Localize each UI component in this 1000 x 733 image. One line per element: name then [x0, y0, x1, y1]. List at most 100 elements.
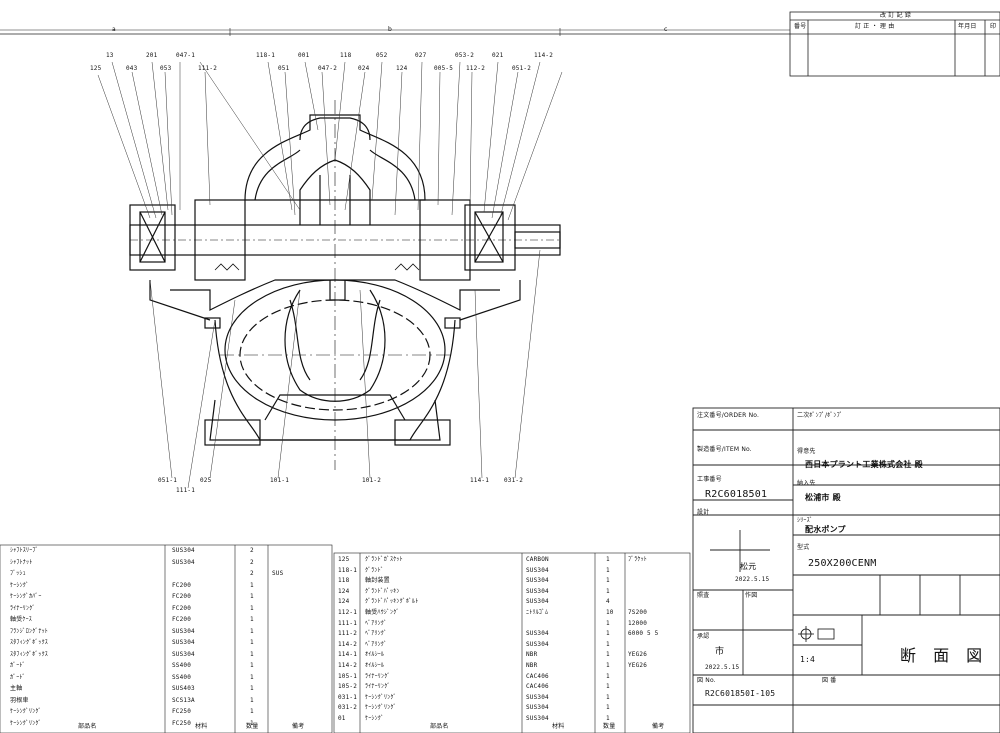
part-name: ｽﾀﾌｨﾝｸﾞﾎﾞｯｸｽ	[10, 650, 49, 658]
pump-cross-section	[129, 100, 561, 470]
part-note: 7S200	[628, 609, 648, 616]
revision-title: 改 訂 記 録	[880, 12, 912, 19]
part-number: 111-2	[338, 630, 358, 638]
part-qty: 1	[250, 662, 254, 669]
part-qty: 1	[606, 630, 610, 638]
part-name: 軸封装置	[365, 577, 390, 585]
part-material: FC250	[172, 719, 192, 727]
part-note: YEG26	[628, 662, 648, 669]
part-material: NBR	[526, 662, 538, 669]
part-material: SUS304	[172, 547, 195, 554]
part-material: ﾆﾄﾘﾙｺﾞﾑ	[526, 609, 549, 616]
part-qty: 1	[250, 673, 254, 681]
part-name: ﾌﾞｯｼｭ	[10, 570, 26, 577]
part-name: ｽﾀﾌｨﾝｸﾞﾎﾞｯｸｽ	[10, 639, 49, 646]
part-material: SUS304	[526, 577, 549, 585]
checker: 市	[715, 647, 725, 657]
grid-label-b: b	[388, 26, 393, 33]
part-number: 124	[338, 598, 350, 606]
leader-label: 124	[396, 65, 408, 72]
part-qty: 1	[606, 556, 610, 563]
part-material: SUS304	[526, 704, 549, 712]
model-label: 型式	[797, 544, 810, 551]
part-qty: 1	[606, 672, 610, 680]
drawing-number-label: 図 No.	[697, 677, 716, 684]
leader-label: 13	[106, 52, 114, 59]
leader-label: 031-2	[504, 477, 524, 484]
part-material: SUS304	[526, 715, 549, 722]
part-material: FC200	[172, 604, 192, 612]
part-number: 114-2	[338, 640, 358, 648]
leader-label: 051-1	[158, 477, 178, 484]
part-note: SUS	[272, 570, 284, 577]
part-name: ﾍﾞｱﾘﾝｸﾞ	[365, 630, 388, 638]
part-qty: 2	[250, 570, 254, 577]
part-number: 112-1	[338, 609, 358, 616]
part-number: 111-1	[338, 619, 358, 627]
title-block-grid	[692, 407, 1000, 733]
pump-label: ｼﾘｰｽﾞ	[797, 517, 813, 524]
leader-label: 021	[492, 52, 504, 59]
design-label: 設計	[697, 509, 710, 516]
part-material: NBR	[526, 651, 538, 659]
part-material: FC200	[172, 616, 192, 623]
parts-table-left-grid	[0, 544, 333, 733]
leader-label: 118	[340, 52, 352, 59]
part-material: FC200	[172, 581, 192, 589]
header-material: 材料	[195, 723, 208, 730]
project-no: R2C6018501	[705, 489, 768, 500]
part-qty: 1	[606, 651, 610, 659]
part-qty: 2	[250, 558, 254, 566]
leader-label: 101-1	[270, 477, 290, 484]
check-date: 2022.5.15	[705, 664, 740, 671]
drawing-title: 断 面 図	[900, 646, 989, 665]
leader-lines	[97, 61, 563, 489]
part-number: 118	[338, 577, 350, 585]
leader-label: 125	[90, 65, 102, 72]
part-name: ﾗｲﾅｰﾘﾝｸﾞ	[365, 672, 391, 680]
part-qty: 1	[250, 604, 254, 612]
part-number: 105-2	[338, 683, 358, 691]
part-qty: 1	[250, 639, 254, 646]
header-part-name: 部品名	[78, 723, 97, 730]
part-material: SUS304	[526, 630, 549, 638]
part-name: ﾗｲﾅｰﾘﾝｸﾞ	[10, 604, 36, 612]
leader-label: 052	[376, 52, 388, 59]
header-note: 備考	[652, 723, 665, 730]
leader-label: 101-2	[362, 477, 382, 484]
part-name: ｶﾞｰﾄﾞ	[10, 673, 26, 681]
scale: 1:4	[800, 655, 816, 664]
part-name: ｹｰｼﾝｸﾞﾘﾝｸﾞ	[10, 708, 42, 715]
checked-label: 承認	[697, 633, 710, 640]
leader-label: 001	[298, 52, 310, 59]
part-material: CAC406	[526, 683, 549, 691]
appr-label: 照査	[697, 592, 710, 599]
sheet-label: 図 番	[822, 677, 837, 684]
part-qty: 1	[250, 708, 254, 715]
part-material: FC200	[172, 593, 192, 600]
leader-label: 024	[358, 65, 370, 72]
header-material: 材料	[552, 723, 565, 730]
leader-label: 053-2	[455, 52, 475, 59]
part-material: SUS403	[172, 685, 195, 692]
part-qty: 1	[250, 650, 254, 658]
leader-label: 047-1	[176, 52, 196, 59]
part-material: SUS304	[526, 640, 549, 648]
part-number: 118-1	[338, 566, 358, 574]
part-qty: 1	[250, 581, 254, 589]
drawing-number: R2C601850I-105	[705, 689, 776, 698]
part-name: ﾗｲﾅｰﾘﾝｸﾞ	[365, 683, 391, 691]
part-name: ｵｲﾙｼｰﾙ	[365, 651, 385, 659]
site-label: 納入先	[797, 480, 816, 487]
projection-symbol-icon	[798, 626, 835, 642]
part-material: SUS304	[526, 566, 549, 574]
part-name: ｹｰｼﾝｸﾞ	[10, 581, 30, 589]
part-note: YEG26	[628, 651, 648, 659]
leader-label: 114-1	[470, 477, 490, 484]
part-qty: 1	[250, 685, 254, 692]
part-qty: 1	[606, 704, 610, 712]
header-qty: 数量	[246, 723, 259, 730]
leader-label: 118-1	[256, 52, 276, 59]
leader-label: 111-1	[176, 487, 196, 494]
part-name: ｸﾞﾗﾝﾄﾞ	[365, 566, 384, 574]
